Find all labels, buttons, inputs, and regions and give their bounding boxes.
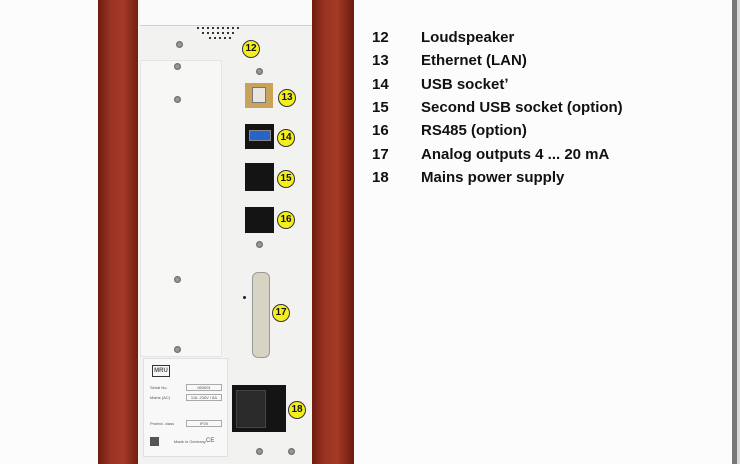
grille-hole bbox=[202, 32, 204, 34]
serial-label: Serial No. bbox=[150, 385, 168, 390]
origin-text: Made in Germany bbox=[174, 439, 206, 444]
callout-12: 12 bbox=[242, 40, 260, 58]
component-legend: 12 Loudspeaker 13 Ethernet (LAN) 14 USB soc… bbox=[372, 26, 623, 189]
legend-number: 15 bbox=[372, 99, 389, 117]
grille-hole bbox=[207, 27, 209, 29]
legend-label: Second USB socket (option) bbox=[421, 99, 623, 117]
legend-label: Mains power supply bbox=[421, 168, 565, 186]
ce-mark: CE bbox=[206, 438, 215, 444]
grille-hole bbox=[224, 37, 226, 39]
legend-number: 17 bbox=[372, 145, 389, 163]
screw-icon bbox=[174, 96, 181, 103]
protect-label: Protect. class bbox=[150, 421, 175, 426]
screw-icon bbox=[288, 448, 295, 455]
grille-hole bbox=[202, 27, 204, 29]
grille-hole bbox=[222, 27, 224, 29]
top-cap bbox=[140, 0, 312, 26]
grille-hole bbox=[229, 37, 231, 39]
mains-label: Mains (AC) bbox=[150, 395, 171, 400]
callout-14: 14 bbox=[277, 129, 295, 147]
screw-icon bbox=[256, 241, 263, 248]
indicator-dot bbox=[243, 296, 246, 299]
grille-hole bbox=[237, 27, 239, 29]
legend-label: RS485 (option) bbox=[421, 122, 527, 140]
screw-icon bbox=[174, 63, 181, 70]
rs485-port-blank bbox=[245, 207, 274, 233]
grille-hole bbox=[207, 32, 209, 34]
legend-label: USB socketʼ bbox=[421, 75, 509, 93]
grille-hole bbox=[219, 37, 221, 39]
legend-item: 12 Loudspeaker bbox=[372, 26, 623, 49]
usb-port bbox=[245, 124, 274, 149]
legend-number: 18 bbox=[372, 168, 389, 186]
callout-18: 18 bbox=[288, 401, 306, 419]
screw-icon bbox=[174, 346, 181, 353]
legend-label: Loudspeaker bbox=[421, 29, 515, 47]
grille-hole bbox=[227, 27, 229, 29]
screw-icon bbox=[174, 276, 181, 283]
legend-number: 14 bbox=[372, 75, 389, 93]
legend-number: 12 bbox=[372, 29, 389, 47]
legend-item: 17 Analog outputs 4 ... 20 mA bbox=[372, 142, 623, 165]
grille-hole bbox=[222, 32, 224, 34]
ethernet-port bbox=[245, 83, 273, 108]
grille-hole bbox=[217, 32, 219, 34]
grille-hole bbox=[197, 27, 199, 29]
screw-icon bbox=[256, 448, 263, 455]
grille-hole bbox=[232, 27, 234, 29]
legend-item: 13 Ethernet (LAN) bbox=[372, 49, 623, 72]
callout-17: 17 bbox=[272, 304, 290, 322]
grille-hole bbox=[232, 32, 234, 34]
legend-number: 13 bbox=[372, 52, 389, 70]
left-handle bbox=[98, 0, 140, 464]
grille-hole bbox=[217, 27, 219, 29]
cover-plate bbox=[140, 60, 222, 357]
legend-item: 15 Second USB socket (option) bbox=[372, 96, 623, 119]
protect-value: IP20 bbox=[186, 420, 222, 427]
usb-port-blank bbox=[245, 163, 274, 191]
callout-13: 13 bbox=[278, 89, 296, 107]
grille-hole bbox=[227, 32, 229, 34]
serial-value: 063001 bbox=[186, 384, 222, 391]
grille-hole bbox=[212, 27, 214, 29]
legend-label: Analog outputs 4 ... 20 mA bbox=[421, 145, 610, 163]
mains-socket bbox=[232, 385, 286, 432]
callout-15: 15 bbox=[277, 170, 295, 188]
legend-label: Ethernet (LAN) bbox=[421, 52, 527, 70]
screw-icon bbox=[176, 41, 183, 48]
page-edge bbox=[737, 0, 740, 464]
legend-number: 16 bbox=[372, 122, 389, 140]
page-edge-shadow bbox=[732, 0, 737, 464]
right-handle bbox=[312, 0, 354, 464]
db25-connector bbox=[252, 272, 270, 358]
brand-logo: MRU bbox=[152, 365, 170, 377]
legend-item: 16 RS485 (option) bbox=[372, 119, 623, 142]
grille-hole bbox=[212, 32, 214, 34]
legend-item: 18 Mains power supply bbox=[372, 166, 623, 189]
label-plate: MRU Serial No. 063001 Mains (AC) 115..23… bbox=[143, 358, 228, 457]
screw-icon bbox=[256, 68, 263, 75]
callout-16: 16 bbox=[277, 211, 295, 229]
mains-value: 115..230V / 8A bbox=[186, 394, 222, 401]
grille-hole bbox=[209, 37, 211, 39]
legend-item: 14 USB socketʼ bbox=[372, 73, 623, 96]
grille-hole bbox=[214, 37, 216, 39]
qr-code-icon bbox=[150, 437, 159, 446]
